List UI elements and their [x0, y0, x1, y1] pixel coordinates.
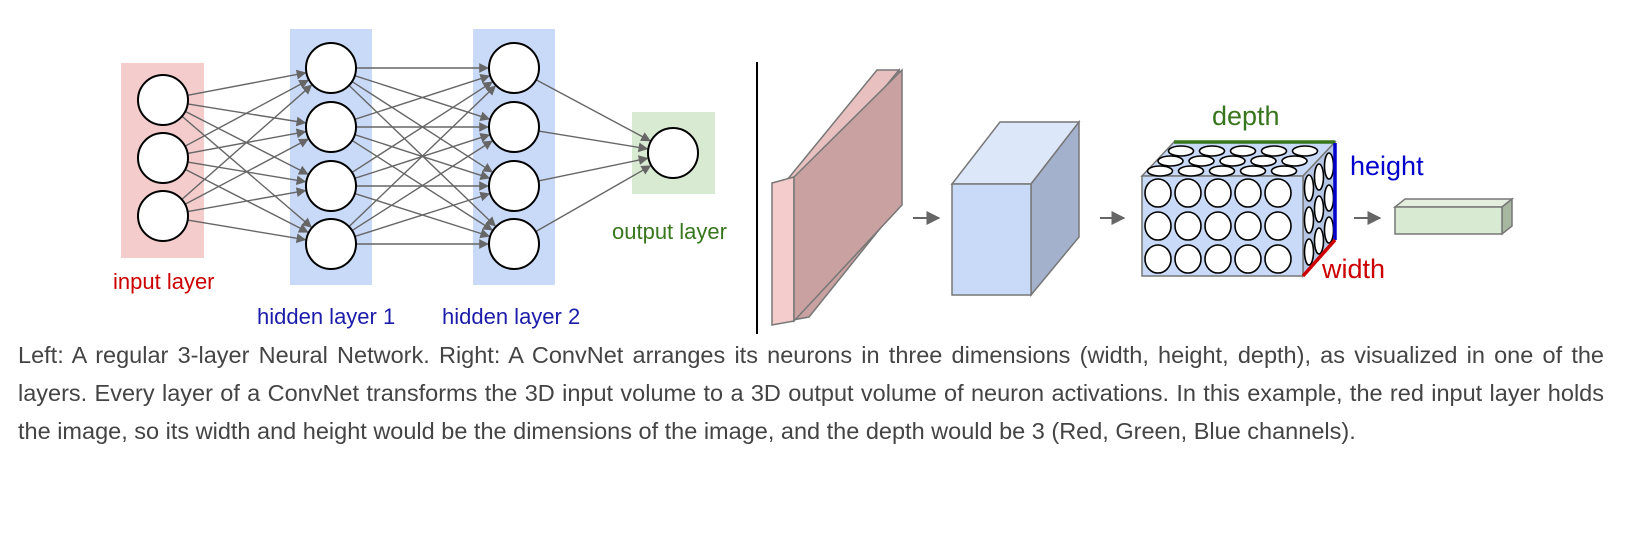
- volume-neuron-top: [1167, 145, 1195, 157]
- volume-neuron-top: [1229, 145, 1257, 157]
- neuron: [305, 101, 357, 153]
- volume-neuron: [1144, 244, 1172, 274]
- volume-neuron-top: [1219, 155, 1246, 167]
- slab-main-face: [793, 68, 903, 323]
- volume-neuron: [1204, 178, 1232, 208]
- volume-neurons: [1144, 145, 1335, 274]
- input-layer-label: input layer: [113, 269, 215, 294]
- neuron: [137, 132, 189, 184]
- neuron-volume: [1140, 140, 1337, 278]
- connection-edge: [351, 81, 493, 174]
- neuron: [488, 101, 540, 153]
- connection-edge: [187, 187, 307, 213]
- bar-top-face: [1392, 198, 1515, 208]
- connection-edge: [184, 79, 309, 147]
- neuron: [305, 160, 357, 212]
- volume-neuron-side: [1323, 184, 1335, 212]
- volume-neuron: [1144, 178, 1172, 208]
- input-volume-slab: [771, 68, 903, 326]
- width-indicator-line: [1301, 238, 1337, 278]
- neural-network: input layer hidden layer 1 hidden layer …: [113, 29, 727, 329]
- height-label: height: [1350, 151, 1424, 181]
- volume-neuron: [1174, 178, 1202, 208]
- volume-neuron: [1204, 244, 1232, 274]
- volume-neuron-top: [1291, 145, 1319, 157]
- volume-neuron-top: [1270, 165, 1298, 177]
- volume-neuron-side: [1323, 216, 1335, 244]
- volume-neuron: [1264, 244, 1292, 274]
- network-diagram: input layer hidden layer 1 hidden layer …: [113, 29, 1515, 334]
- volume-neuron-top: [1188, 155, 1215, 167]
- neurons: [137, 42, 699, 270]
- hidden-layer-1-label: hidden layer 1: [257, 304, 395, 329]
- volume-neuron-top: [1146, 165, 1174, 177]
- connection-edge: [538, 130, 649, 153]
- connection-edge: [535, 165, 652, 233]
- volume-neuron-top: [1281, 155, 1308, 167]
- hidden-layer-2-label: hidden layer 2: [442, 304, 580, 329]
- neuron: [647, 127, 699, 179]
- connection-edge: [348, 85, 496, 228]
- connection-edge: [535, 79, 651, 142]
- volume-neuron-top: [1157, 155, 1184, 167]
- volume-neuron-top: [1239, 165, 1267, 177]
- neuron: [137, 190, 189, 242]
- volume-neuron: [1234, 178, 1262, 208]
- neuron: [305, 42, 357, 94]
- connection-edge: [351, 140, 493, 232]
- volume-neuron-side: [1303, 238, 1315, 266]
- volume-neuron: [1234, 244, 1262, 274]
- neuron: [137, 74, 189, 126]
- hidden-volume-cube: [950, 119, 1081, 298]
- connection-edge: [184, 138, 309, 205]
- convnet: depth height width: [771, 68, 1515, 326]
- volume-neuron-side: [1303, 174, 1315, 202]
- connection-edge: [538, 155, 649, 182]
- volume-neuron-top: [1260, 145, 1288, 157]
- volume-neuron-side: [1303, 206, 1315, 234]
- neuron: [305, 218, 357, 270]
- connections: [181, 63, 652, 249]
- volume-neuron-side: [1313, 227, 1325, 255]
- connection-edge: [354, 74, 491, 120]
- connection-edge: [187, 69, 307, 97]
- volume-neuron: [1264, 211, 1292, 241]
- neuron: [488, 160, 540, 212]
- volume-neuron-side: [1313, 195, 1325, 223]
- depth-label: depth: [1212, 101, 1280, 131]
- volume-neuron: [1234, 211, 1262, 241]
- connection-edge: [354, 191, 491, 238]
- output-volume-bar: [1392, 197, 1515, 236]
- width-label: width: [1321, 254, 1385, 284]
- volume-neuron: [1174, 244, 1202, 274]
- volume-neuron: [1174, 211, 1202, 241]
- volume-neuron-top: [1198, 145, 1226, 157]
- volume-neuron-top: [1208, 165, 1236, 177]
- neuron: [488, 42, 540, 94]
- figure-caption: Left: A regular 3-layer Neural Network. …: [18, 342, 1604, 444]
- volume-neuron: [1144, 211, 1172, 241]
- volume-neuron-top: [1250, 155, 1277, 167]
- bar-front-face: [1394, 206, 1503, 235]
- volume-neuron-side: [1323, 152, 1335, 180]
- volume-neuron-side: [1313, 163, 1325, 191]
- output-layer-label: output layer: [612, 219, 727, 244]
- connection-edge: [181, 84, 313, 200]
- cube-front-face: [951, 183, 1032, 296]
- neuron: [488, 218, 540, 270]
- slab-left-face: [771, 176, 795, 326]
- volume-neuron: [1264, 178, 1292, 208]
- volume-neuron-top: [1177, 165, 1205, 177]
- connection-edge: [187, 219, 307, 244]
- volume-neuron: [1204, 211, 1232, 241]
